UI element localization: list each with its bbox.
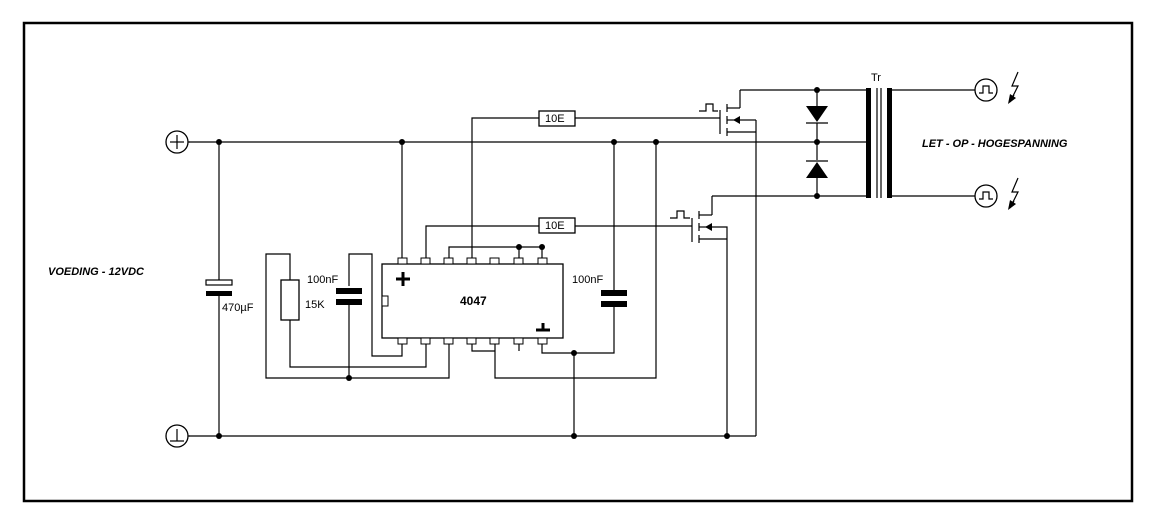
mosfet-top [719, 89, 870, 136]
output-capacitor-label: 100nF [572, 274, 603, 286]
transformer-label: Tr [871, 72, 881, 84]
ic-bottom-wiring [265, 142, 657, 436]
ic-top-wiring [401, 117, 543, 258]
lightning-arrow-bottom [1008, 200, 1016, 210]
lightning-arrow-top [1008, 94, 1016, 104]
gate-resistor-top [538, 110, 720, 127]
supply-label: VOEDING - 12VDC [48, 266, 145, 278]
pulse-icon-top [699, 103, 718, 112]
output-terminal-bottom [974, 184, 998, 208]
diode-top [806, 90, 828, 142]
gate-resistor-bottom [538, 217, 692, 234]
ic-bottom-pins [397, 337, 548, 345]
positive-terminal [165, 130, 190, 154]
gate-resistor-top-label: 10E [545, 113, 565, 125]
timing-capacitor [336, 288, 362, 378]
ground-terminal [165, 424, 190, 448]
ic-label: 4047 [460, 294, 487, 308]
timing-resistor-label: 15K [305, 299, 325, 311]
frame [22, 21, 1134, 503]
gate-resistor-bottom-label: 10E [545, 220, 565, 232]
junctions [216, 87, 820, 439]
output-terminal-top [974, 78, 998, 102]
warning-label: LET - OP - HOGESPANNING [922, 138, 1068, 150]
main-capacitor [205, 142, 233, 436]
ground-rail [189, 136, 757, 437]
main-capacitor-label: 470µF [222, 302, 254, 314]
pulse-icon-bottom [670, 210, 690, 219]
timing-resistor [280, 279, 300, 321]
diode-bottom [806, 142, 828, 196]
timing-capacitor-label: 100nF [307, 274, 338, 286]
transformer [866, 88, 975, 198]
mosfet-bottom [691, 195, 870, 436]
output-capacitor [601, 290, 627, 307]
ic-top-pins [397, 257, 548, 265]
ic-4047 [381, 263, 564, 339]
